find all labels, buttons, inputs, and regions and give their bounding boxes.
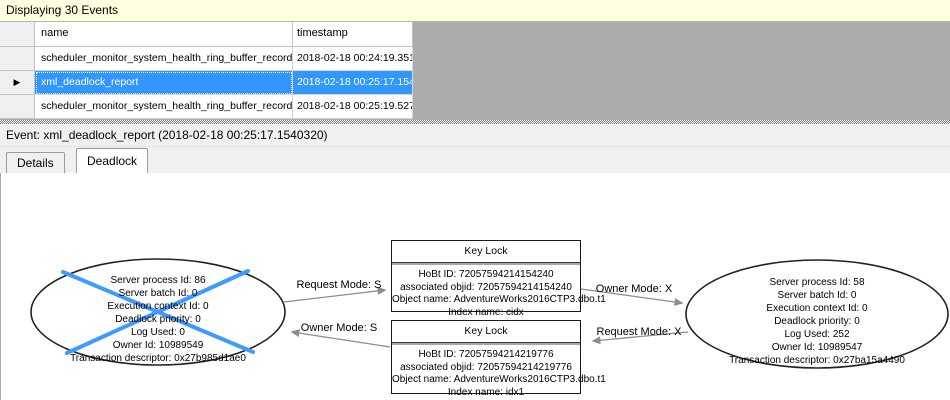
edge-label-request-mode-s: Request Mode: S <box>296 279 382 291</box>
column-header-timestamp[interactable]: timestamp <box>293 22 413 47</box>
object-name: Object name: AdventureWorks2016CTP3.dbo.… <box>392 374 606 385</box>
tab-details[interactable]: Details <box>6 152 65 173</box>
wait-for-edges <box>283 286 689 348</box>
row-selector[interactable] <box>0 95 35 119</box>
victim-process-details: Server process Id: 86 Server batch Id: 0… <box>38 274 278 365</box>
row-selector[interactable] <box>0 47 35 71</box>
deadlock-graph-canvas <box>30 258 949 369</box>
transaction-descriptor: Transaction descriptor: 0x27b985d1ae0 <box>70 353 246 364</box>
edge-label-owner-mode-x: Owner Mode: X <box>595 283 673 295</box>
detail-tabs: Details Deadlock <box>0 147 950 173</box>
hobt-id: HoBt ID: 72057594214154240 <box>418 269 554 280</box>
resource-node-key-lock-top[interactable]: Key Lock HoBt ID: 72057594214154240 asso… <box>391 240 606 318</box>
lock-title: Key Lock <box>392 241 580 263</box>
edge-label-owner-mode-s: Owner Mode: S <box>300 322 378 334</box>
server-batch-id: Server batch Id: 0 <box>777 290 857 301</box>
deadlock-priority: Deadlock priority: 0 <box>774 316 860 327</box>
cell-timestamp[interactable]: 2018-02-18 00:25:17.1540320 <box>293 71 413 95</box>
event-count-bar: Displaying 30 Events <box>0 0 950 22</box>
current-row-indicator-icon: ▶ <box>13 77 21 87</box>
index-name: Index name: cidx <box>448 306 524 318</box>
grid-empty-area <box>413 95 950 119</box>
associated-objid: associated objid: 72057594214219776 <box>400 361 572 373</box>
cell-name[interactable]: xml_deadlock_report <box>35 71 293 95</box>
owner-id: Owner Id: 10989549 <box>112 340 204 351</box>
cell-name[interactable]: scheduler_monitor_system_health_ring_buf… <box>35 47 293 71</box>
execution-context-id: Execution context Id: 0 <box>766 303 868 314</box>
selected-event-caption: Event: xml_deadlock_report (2018-02-18 0… <box>0 124 950 147</box>
table-row[interactable]: scheduler_monitor_system_health_ring_buf… <box>0 95 950 119</box>
tab-deadlock[interactable]: Deadlock <box>76 148 149 173</box>
victim-cross-icon <box>61 269 255 355</box>
survivor-process-details: Server process Id: 58 Server batch Id: 0… <box>697 276 937 367</box>
lock-details: HoBt ID: 72057594214154240 associated ob… <box>392 263 606 319</box>
index-name: Index name: idx1 <box>447 386 525 398</box>
deadlock-priority: Deadlock priority: 0 <box>115 314 201 325</box>
lock-title: Key Lock <box>392 321 580 343</box>
server-process-id: Server process Id: 86 <box>110 275 206 286</box>
edge-label-request-mode-x: Request Mode: X <box>596 326 682 338</box>
transaction-descriptor: Transaction descriptor: 0x27ba15a4490 <box>729 355 905 366</box>
grid-empty-area <box>413 47 950 71</box>
row-selector[interactable]: ▶ <box>0 71 35 95</box>
owner-id: Owner Id: 10989547 <box>771 342 863 353</box>
grid-empty-area <box>413 71 950 95</box>
column-header-name[interactable]: name <box>35 22 293 47</box>
table-row[interactable]: scheduler_monitor_system_health_ring_buf… <box>0 47 950 71</box>
object-name: Object name: AdventureWorks2016CTP3.dbo.… <box>392 294 606 305</box>
deadlock-graph-pane: Server process Id: 86 Server batch Id: 0… <box>0 173 950 400</box>
resource-node-key-lock-bottom[interactable]: Key Lock HoBt ID: 72057594214219776 asso… <box>391 320 606 398</box>
horizontal-splitter[interactable] <box>0 120 950 124</box>
cell-timestamp[interactable]: 2018-02-18 00:25:19.5276859 <box>293 95 413 119</box>
events-grid: name timestamp scheduler_monitor_system_… <box>0 22 950 120</box>
row-header-corner[interactable] <box>0 22 35 47</box>
associated-objid: associated objid: 72057594214154240 <box>400 281 572 293</box>
cell-name[interactable]: scheduler_monitor_system_health_ring_buf… <box>35 95 293 119</box>
grid-empty-area <box>413 22 950 47</box>
grid-header-row: name timestamp <box>0 22 950 47</box>
process-node-survivor[interactable] <box>685 259 949 369</box>
execution-context-id: Execution context Id: 0 <box>107 301 209 312</box>
cell-timestamp[interactable]: 2018-02-18 00:24:19.3516078 <box>293 47 413 71</box>
server-batch-id: Server batch Id: 0 <box>118 288 198 299</box>
lock-details: HoBt ID: 72057594214219776 associated ob… <box>392 343 606 399</box>
hobt-id: HoBt ID: 72057594214219776 <box>418 349 554 360</box>
log-used: Log Used: 252 <box>784 329 850 340</box>
server-process-id: Server process Id: 58 <box>769 277 865 288</box>
table-row-selected[interactable]: ▶ xml_deadlock_report 2018-02-18 00:25:1… <box>0 71 950 95</box>
log-used: Log Used: 0 <box>131 327 185 338</box>
